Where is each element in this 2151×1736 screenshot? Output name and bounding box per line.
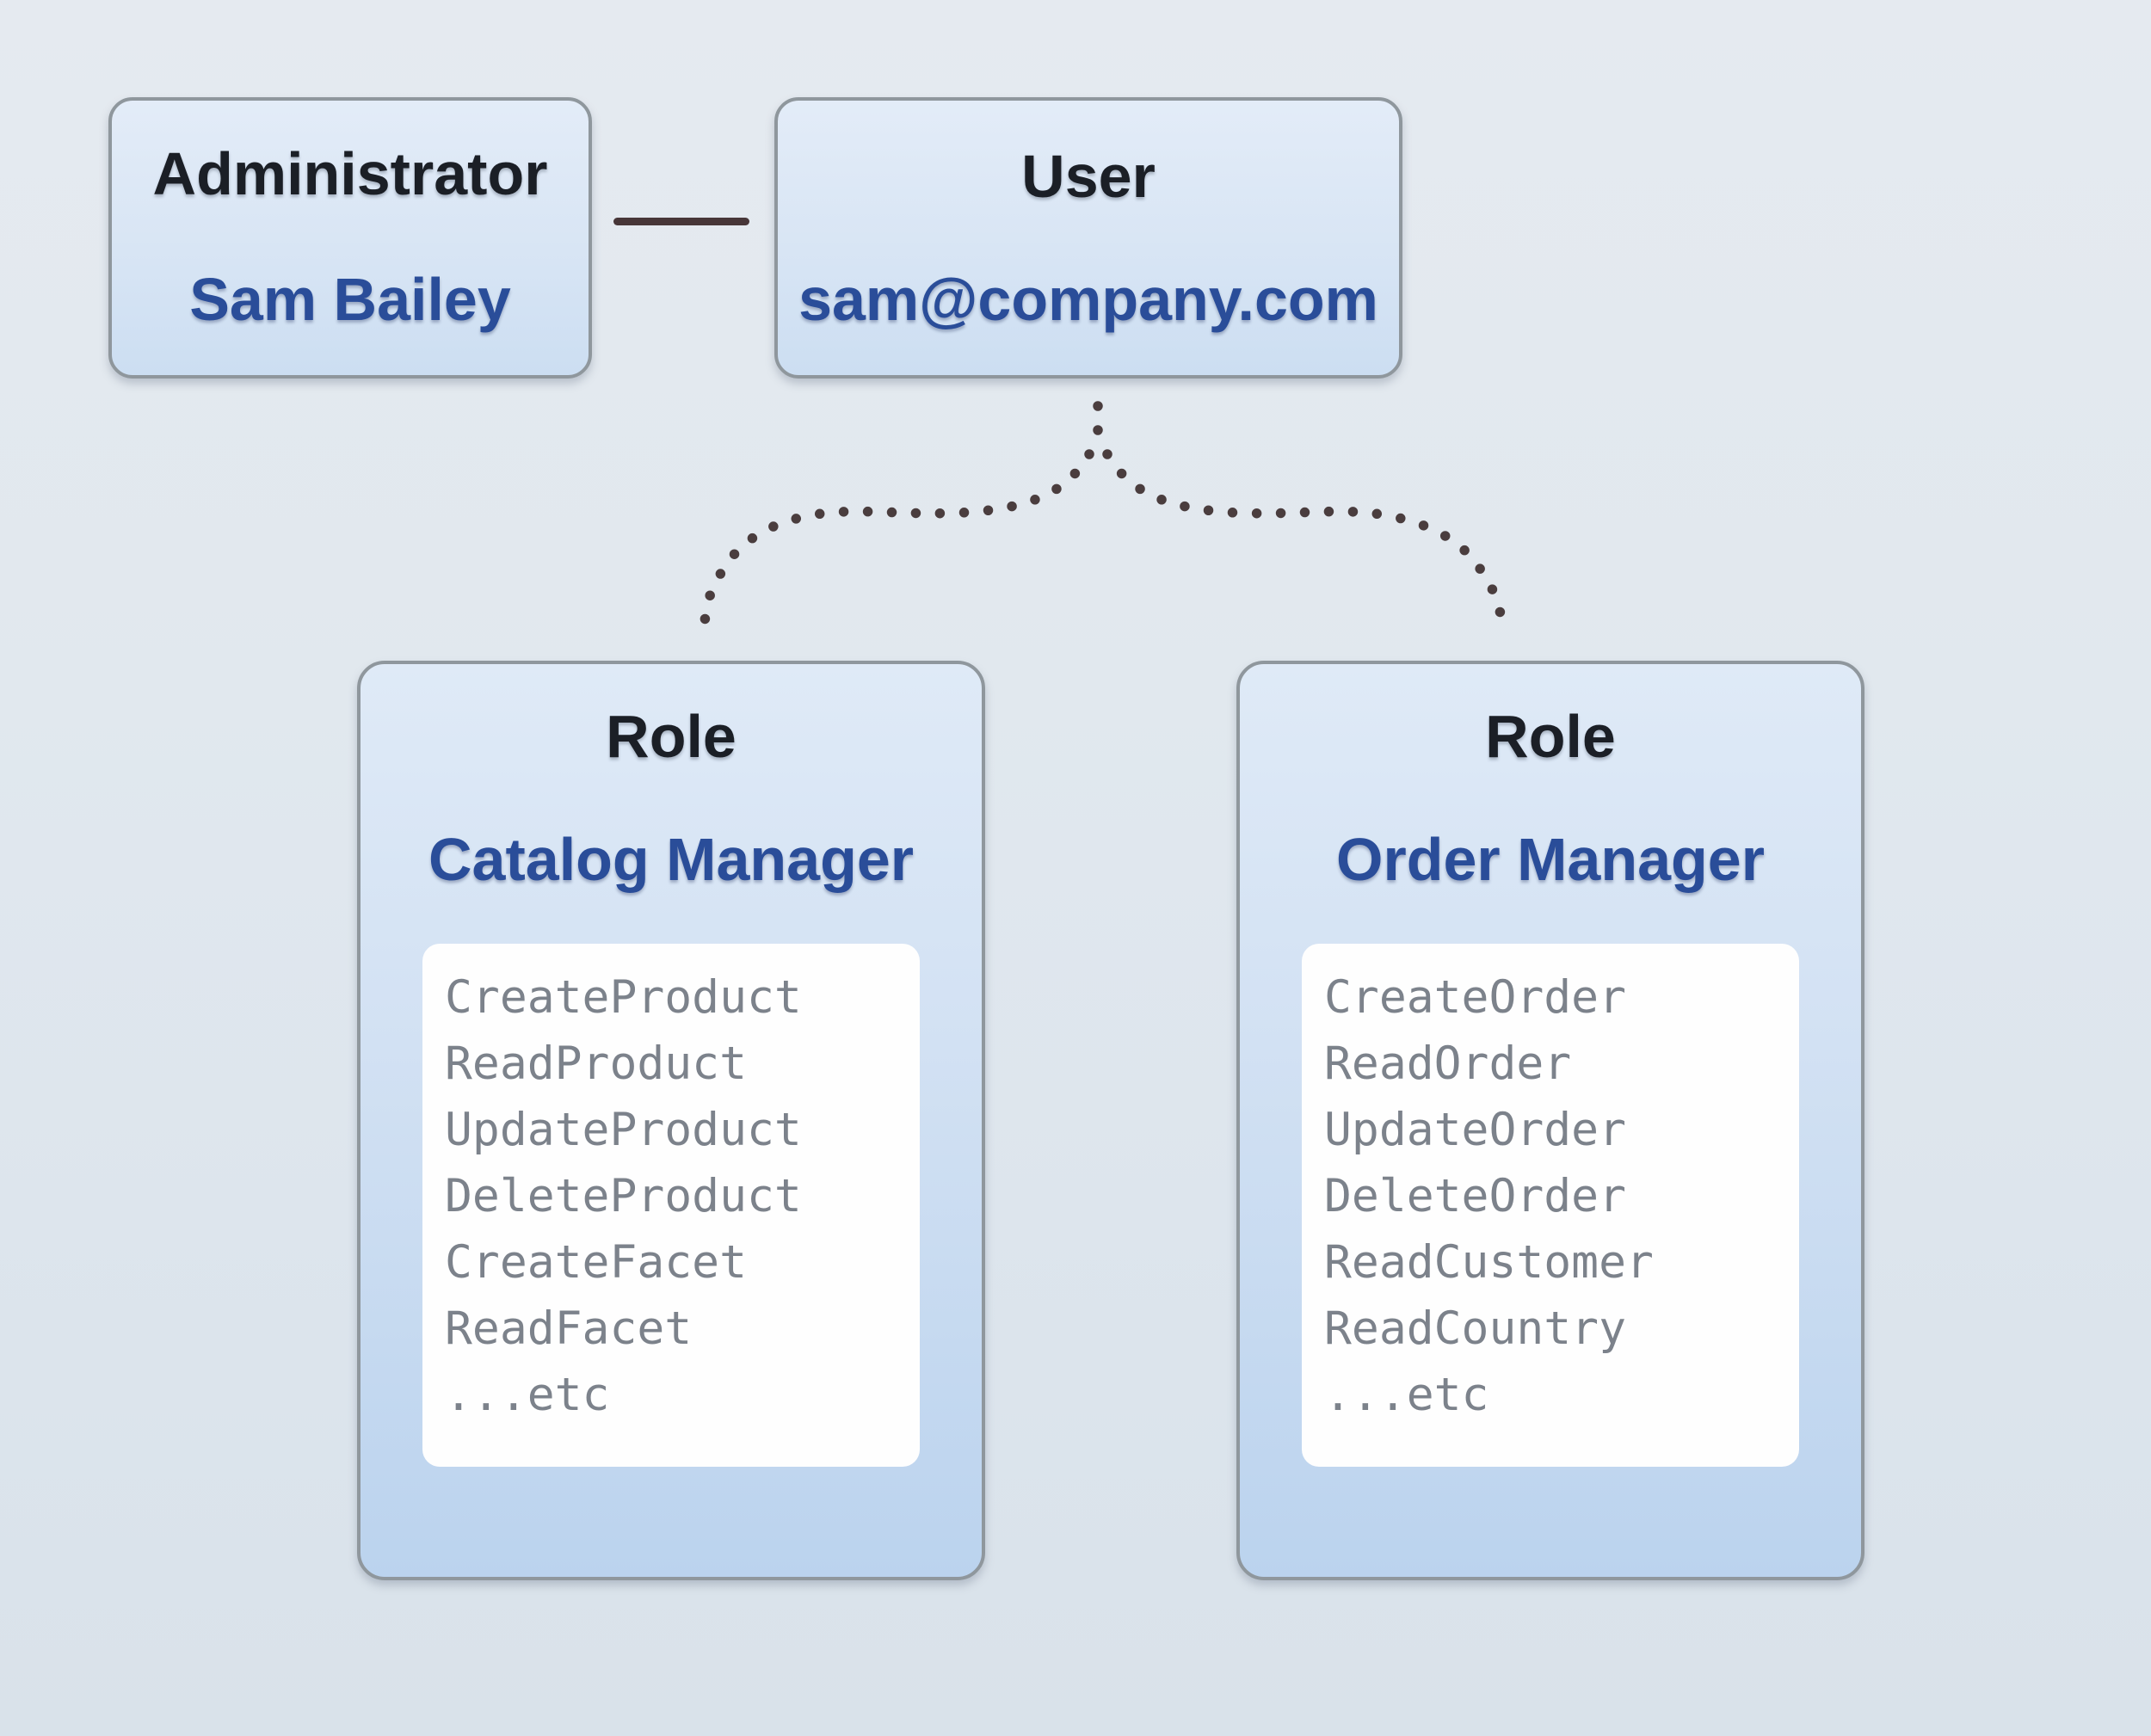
permission-item: ReadCustomer [1324,1236,1654,1289]
role-title-right: Role [1485,703,1616,770]
permissions-panel-catalog: CreateProduct ReadProduct UpdateProduct … [422,944,920,1467]
permission-item: UpdateOrder [1324,1104,1626,1156]
permission-item: ReadOrder [1324,1037,1572,1090]
permission-item: ReadProduct [445,1037,747,1090]
permission-item: DeleteProduct [445,1170,802,1222]
dotted-branch-left [700,449,1094,630]
dotted-branch-right [1102,449,1507,630]
role-name-catalog-manager: Catalog Manager [428,826,914,893]
permission-item: DeleteOrder [1324,1170,1626,1222]
permission-item: ...etc [445,1369,610,1421]
role-name-order-manager: Order Manager [1336,826,1765,893]
permission-item: ReadFacet [445,1302,693,1355]
user-email: sam@company.com [798,266,1378,333]
user-node: User sam@company.com [774,97,1402,379]
role-catalog-manager-node: Role Catalog Manager CreateProduct ReadP… [357,661,985,1580]
permission-item: UpdateProduct [445,1104,802,1156]
permission-item: ReadCountry [1324,1302,1626,1355]
administrator-node: Administrator Sam Bailey [108,97,592,379]
role-order-manager-node: Role Order Manager CreateOrder ReadOrder… [1236,661,1864,1580]
administrator-name: Sam Bailey [189,266,511,333]
permission-item: CreateProduct [445,971,802,1024]
user-title: User [1021,143,1156,210]
permission-item: ...etc [1324,1369,1489,1421]
role-title-left: Role [606,703,737,770]
permission-item: CreateOrder [1324,971,1626,1024]
permission-item: CreateFacet [445,1236,747,1289]
administrator-title: Administrator [152,140,548,207]
admin-user-connector-line [613,218,749,225]
permissions-panel-order: CreateOrder ReadOrder UpdateOrder Delete… [1302,944,1799,1467]
